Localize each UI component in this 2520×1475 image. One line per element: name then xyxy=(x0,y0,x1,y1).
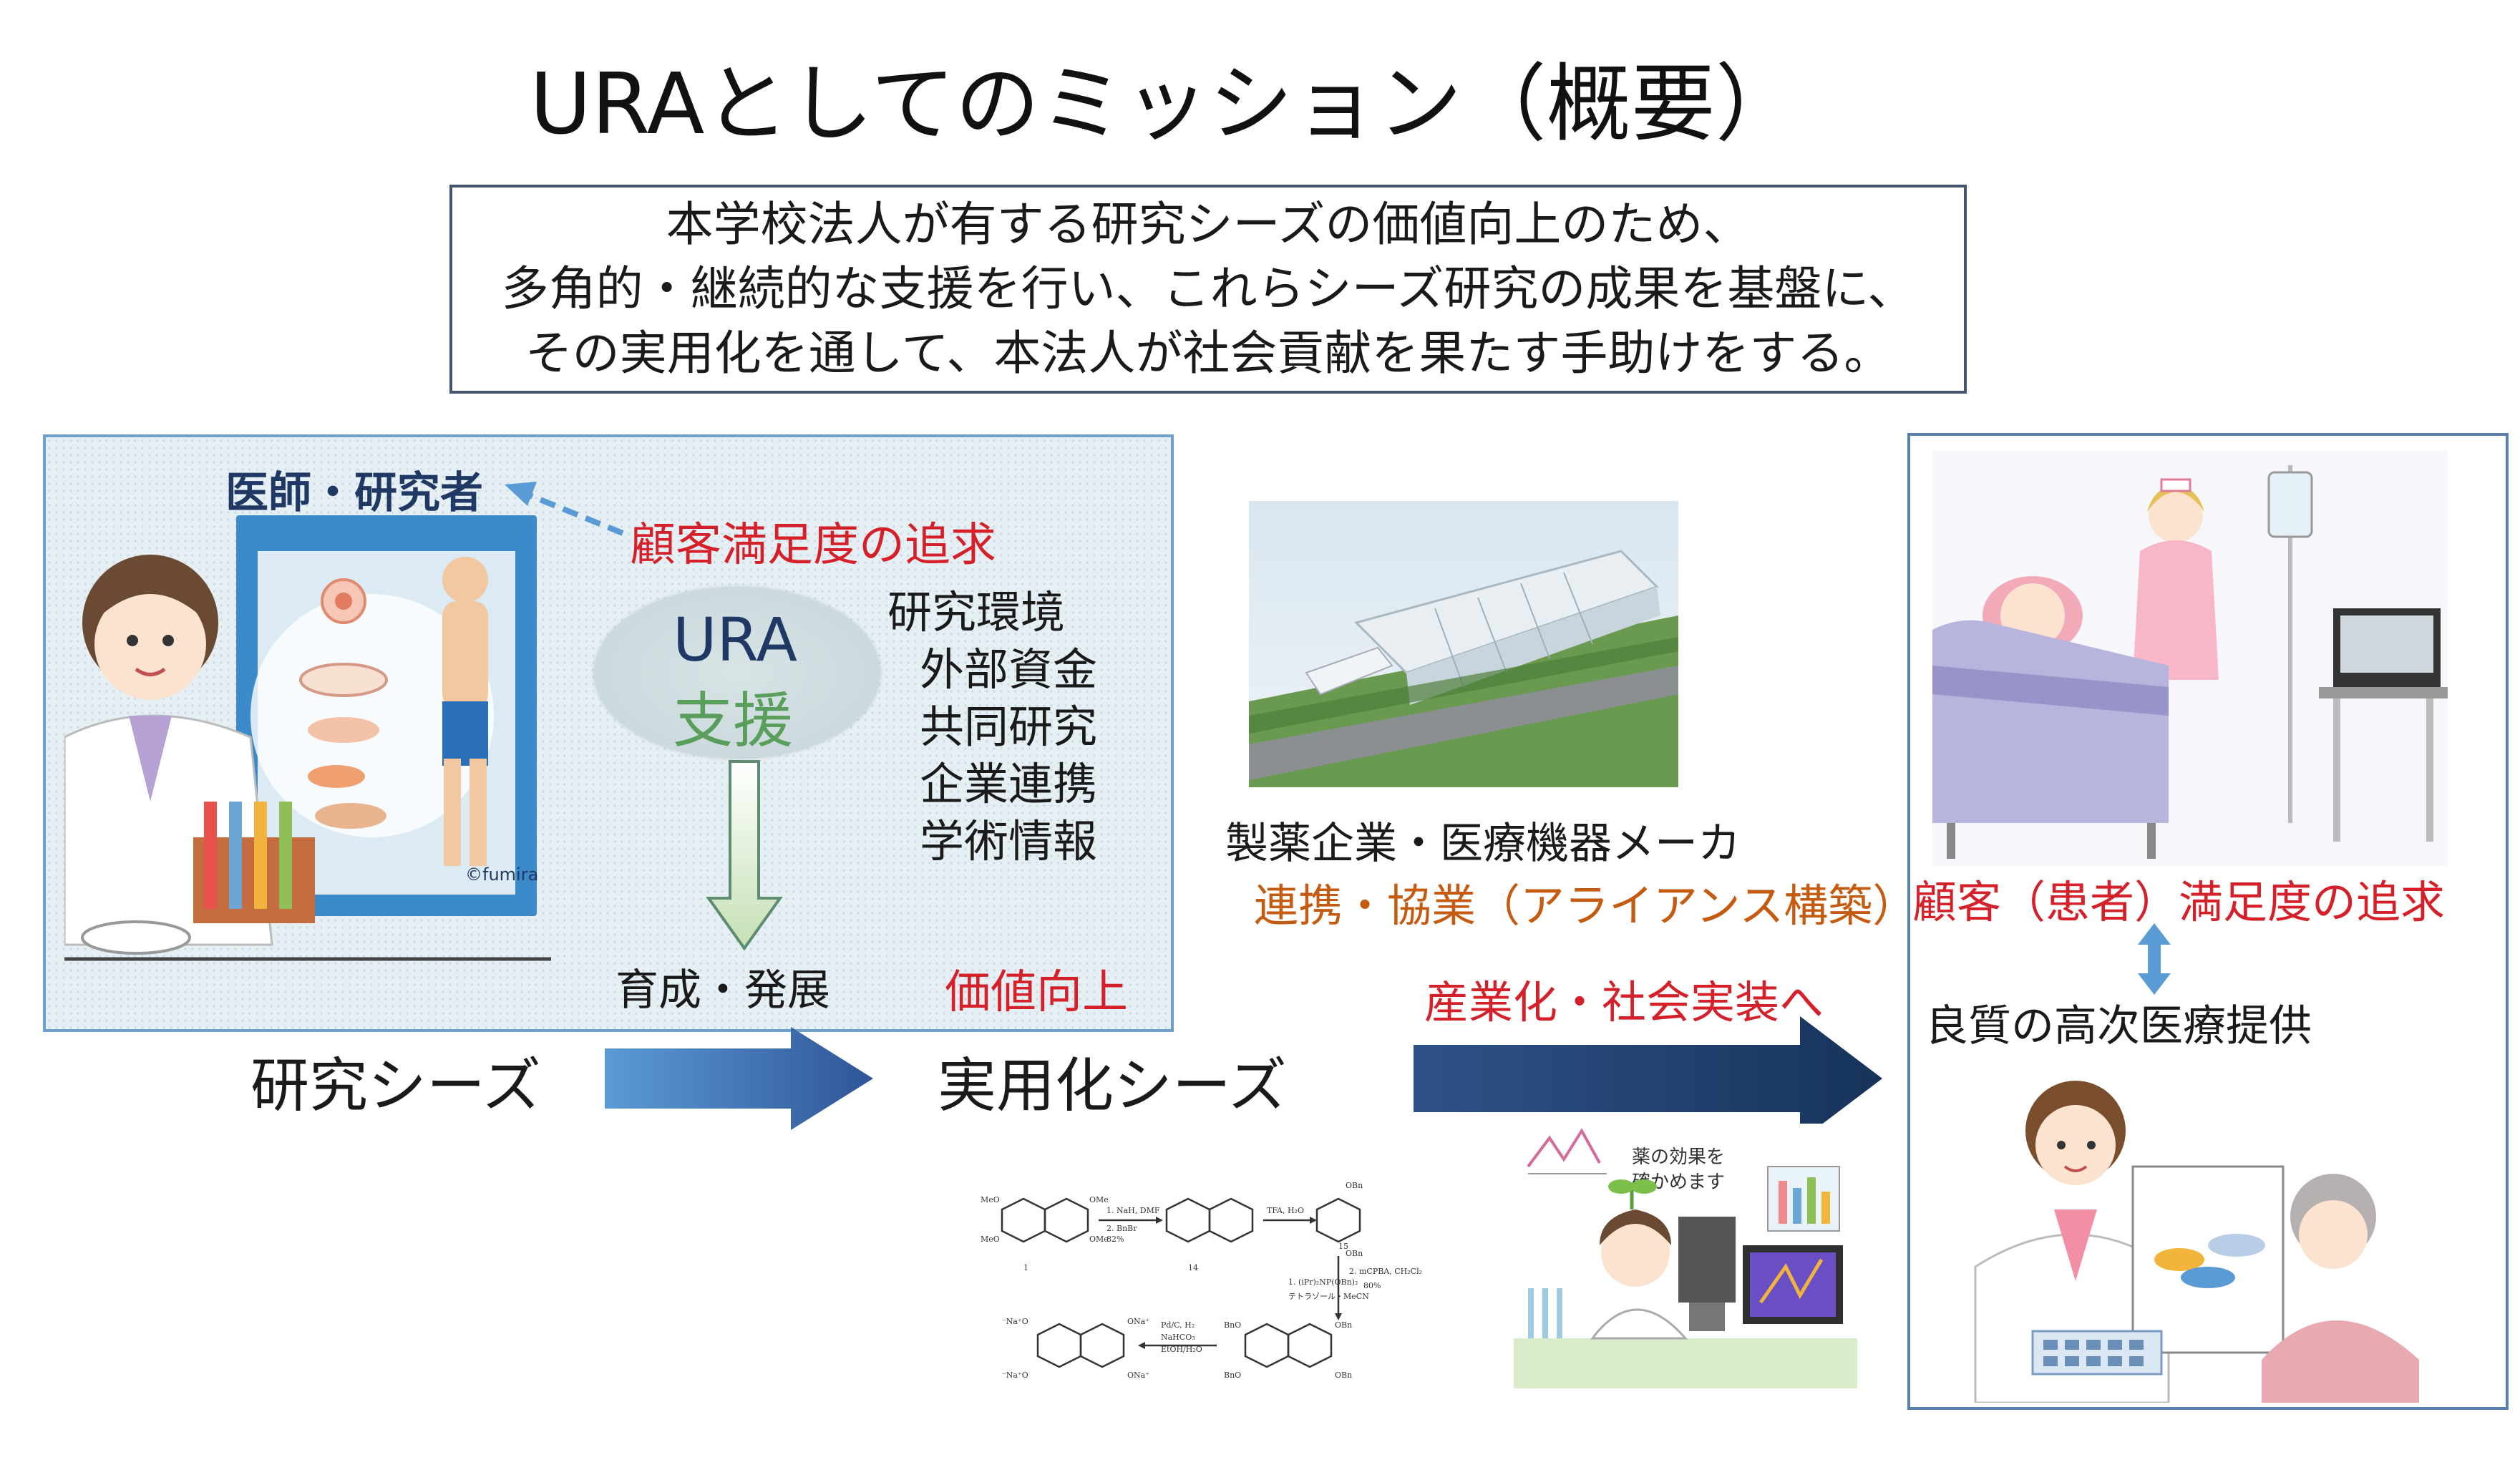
svg-text:1. NaH, DMF: 1. NaH, DMF xyxy=(1106,1206,1160,1215)
svg-text:OBn: OBn xyxy=(1346,1249,1363,1258)
support-item-research-environment: 研究環境 xyxy=(887,586,1066,638)
svg-text:NaHCO₃: NaHCO₃ xyxy=(1161,1333,1195,1342)
svg-text:OMe: OMe xyxy=(1089,1195,1109,1204)
svg-text:1: 1 xyxy=(1023,1263,1028,1272)
company-building-image xyxy=(1249,501,1678,787)
value-up-label: 価値向上 xyxy=(945,966,1128,1019)
support-label: 支援 xyxy=(673,686,794,756)
svg-text:ONa⁺: ONa⁺ xyxy=(1127,1371,1149,1380)
svg-text:TFA, H₂O: TFA, H₂O xyxy=(1267,1206,1304,1215)
lab-caption-line-1: 薬の効果を xyxy=(1632,1147,1725,1168)
researcher-label: 医師・研究者 xyxy=(225,468,483,518)
page-title: URAとしてのミッション（概要） xyxy=(530,54,1800,153)
mission-line-2: 多角的・継続的な支援を行い、これらシーズ研究の成果を基盤に、 xyxy=(501,261,1915,316)
researcher-illustration: ©fumira xyxy=(64,515,551,961)
mission-line-1: 本学校法人が有する研究シーズの価値向上のため、 xyxy=(666,197,1751,252)
patient-satisfaction-label: 顧客（患者）満足度の追求 xyxy=(1912,876,2446,928)
svg-text:OBn: OBn xyxy=(1335,1371,1352,1380)
svg-text:ONa⁺: ONa⁺ xyxy=(1127,1317,1149,1326)
svg-text:2. BnBr: 2. BnBr xyxy=(1106,1224,1137,1233)
mission-statement-box: 本学校法人が有する研究シーズの価値向上のため、 多角的・継続的な支援を行い、これ… xyxy=(449,185,1967,394)
satisfaction-label: 顧客満足度の追求 xyxy=(630,519,996,572)
svg-text:Pd/C, H₂: Pd/C, H₂ xyxy=(1161,1320,1195,1330)
medical-care-label: 良質の高次医療提供 xyxy=(1925,1001,2312,1051)
svg-text:BnO: BnO xyxy=(1224,1320,1241,1330)
industrialization-label: 産業化・社会実装へ xyxy=(1424,976,1824,1028)
down-arrow-icon xyxy=(706,760,783,951)
dashed-arrow-icon xyxy=(505,482,624,536)
svg-text:1. (iPr)₂NP(OBn)₂: 1. (iPr)₂NP(OBn)₂ xyxy=(1288,1277,1358,1287)
svg-text:80%: 80% xyxy=(1363,1281,1381,1290)
svg-text:テトラゾール・MeCN: テトラゾール・MeCN xyxy=(1288,1292,1369,1301)
hospital-patient-illustration xyxy=(1932,451,2448,866)
chemical-synthesis-diagram: MeO OMe MeO OMe 1. NaH, DMF 2. BnBr 82% TFA… xyxy=(981,1181,1422,1380)
svg-text:BnO: BnO xyxy=(1224,1371,1241,1380)
svg-text:MeO: MeO xyxy=(981,1235,1000,1244)
develop-label: 育成・発展 xyxy=(616,965,830,1016)
flow-arrow-1-icon xyxy=(605,1027,873,1130)
double-arrow-icon xyxy=(2138,923,2171,995)
research-seeds-label: 研究シーズ xyxy=(250,1052,541,1120)
svg-text:OBn: OBn xyxy=(1346,1181,1363,1190)
doctor-patient-illustration xyxy=(1932,1052,2491,1403)
support-item-external-funding: 外部資金 xyxy=(920,643,1098,696)
svg-text:14: 14 xyxy=(1188,1263,1198,1272)
svg-text:EtOH/H₂O: EtOH/H₂O xyxy=(1161,1345,1202,1354)
svg-text:2. mCPBA, CH₂Cl₂: 2. mCPBA, CH₂Cl₂ xyxy=(1349,1267,1422,1276)
svg-text:15: 15 xyxy=(1338,1242,1348,1251)
alliance-label: 連携・協業（アライアンス構築） xyxy=(1254,880,1917,932)
mission-line-3: その実用化を通して、本法人が社会貢献を果たす手助けをする。 xyxy=(525,326,1892,381)
svg-text:MeO: MeO xyxy=(981,1195,1000,1204)
copyright-label: ©fumira xyxy=(465,865,538,885)
lab-researcher-illustration: 薬の効果を 確かめます xyxy=(1514,1124,1857,1388)
ura-label: URA xyxy=(673,605,797,675)
support-item-joint-research: 共同研究 xyxy=(920,701,1098,753)
support-item-academic-info: 学術情報 xyxy=(920,815,1098,867)
svg-text:OBn: OBn xyxy=(1335,1320,1352,1330)
svg-text:82%: 82% xyxy=(1106,1235,1124,1244)
company-label: 製薬企業・医療機器メーカ xyxy=(1225,819,1741,869)
ura-support-ellipse xyxy=(594,587,880,759)
practical-seeds-label: 実用化シーズ xyxy=(938,1052,1287,1120)
svg-text:OMe: OMe xyxy=(1089,1235,1109,1244)
flow-arrow-2-icon xyxy=(1414,1016,1882,1141)
svg-text:⁻Na⁺O: ⁻Na⁺O xyxy=(1002,1371,1028,1380)
support-item-industry-collab: 企業連携 xyxy=(920,758,1098,810)
svg-text:⁻Na⁺O: ⁻Na⁺O xyxy=(1002,1317,1028,1326)
